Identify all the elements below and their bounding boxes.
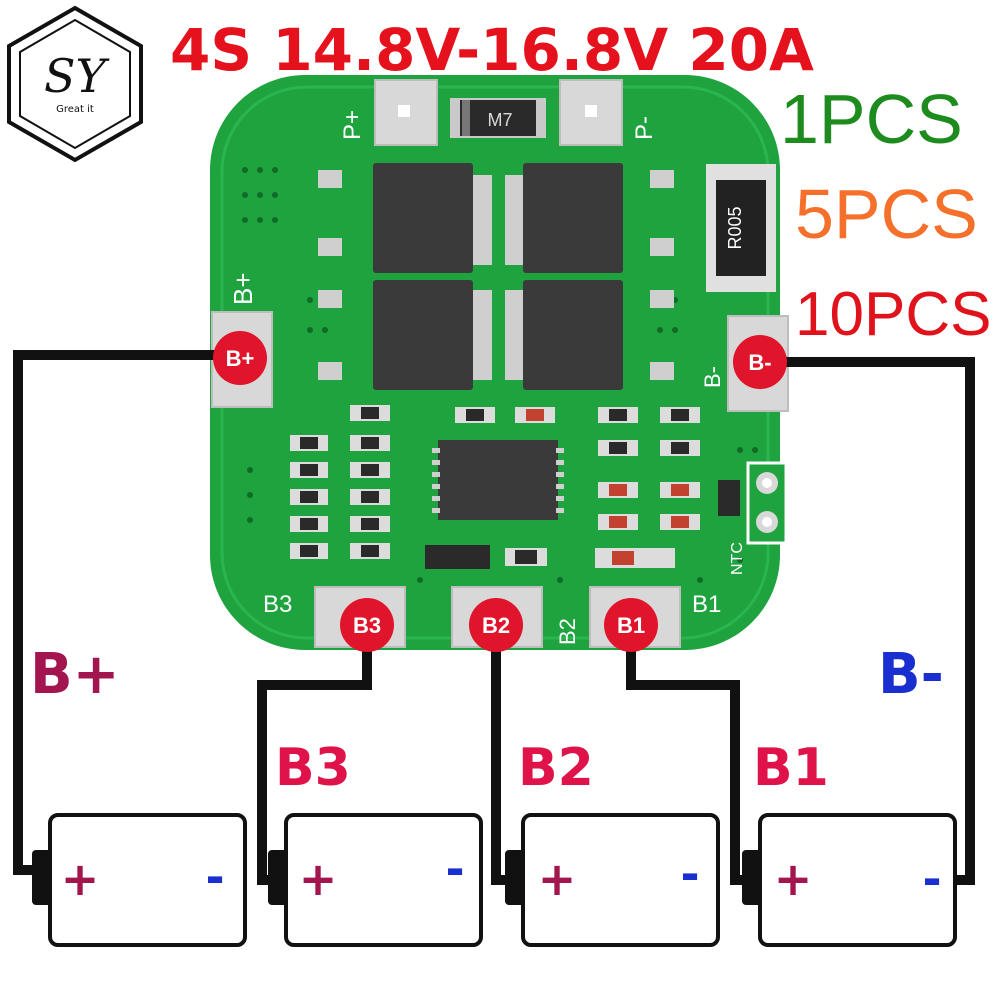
pad-markers: B+ B- B3 B2 B1 [213,331,787,652]
qty-10pcs: 10PCS [795,280,991,349]
label-b-plus: B+ [30,642,120,707]
cell-1-plus: + [61,852,100,906]
battery-cells: + - + - + - + - [32,813,957,947]
label-b2: B2 [518,738,594,798]
label-b1: B1 [753,738,829,798]
diode-m7: M7 [450,98,546,138]
marker-b-plus: B+ [226,346,255,371]
diode-label: M7 [487,110,512,130]
qty-1pcs: 1PCS [780,80,963,158]
cell-4-minus: - [922,852,941,906]
silk-b1: B1 [692,591,721,618]
pad-p-plus-hole [398,105,410,117]
bms-ic [432,440,564,520]
mosfet-array [318,163,674,390]
shunt-label: R005 [725,206,745,249]
logo-letters: SY [44,49,111,103]
cell-2-plus: + [299,852,338,906]
smd-components [290,405,740,569]
marker-b-minus: B- [748,350,771,375]
silk-p-minus: P- [631,116,658,140]
cell-3-minus: - [680,847,699,901]
cell-2-minus: - [445,842,464,896]
cell-1: + - [32,813,247,947]
wire-b-minus [757,357,975,885]
label-b3: B3 [275,738,351,798]
qty-5pcs: 5PCS [795,175,978,253]
logo-tagline: Great it [56,104,94,115]
silk-b-minus: B- [700,366,725,388]
pcb-board: P+ P- M7 [210,75,789,650]
cell-4: + - [742,813,957,947]
ntc-connector [746,461,788,545]
marker-b1: B1 [617,613,645,638]
marker-b3: B3 [353,613,381,638]
silk-b-plus: B+ [228,272,258,305]
wire-b2 [491,630,515,885]
cell-3-plus: + [538,852,577,906]
silk-p-plus: P+ [339,110,366,140]
cell-1-minus: - [205,850,224,904]
label-b-minus: B- [878,642,944,707]
title: 4S 14.8V-16.8V 20A [170,16,814,84]
pad-p-minus-hole [585,105,597,117]
silk-b3: B3 [263,591,292,618]
cell-4-plus: + [774,852,813,906]
silk-b2: B2 [555,618,580,645]
silk-ntc: NTC [729,542,746,575]
marker-b2: B2 [482,613,510,638]
wire-b-plus [13,350,240,875]
cell-2: + - [268,813,483,947]
shunt-resistor: R005 [706,164,776,292]
cell-3: + - [505,813,720,947]
brand-logo: SY Great it [7,5,143,163]
